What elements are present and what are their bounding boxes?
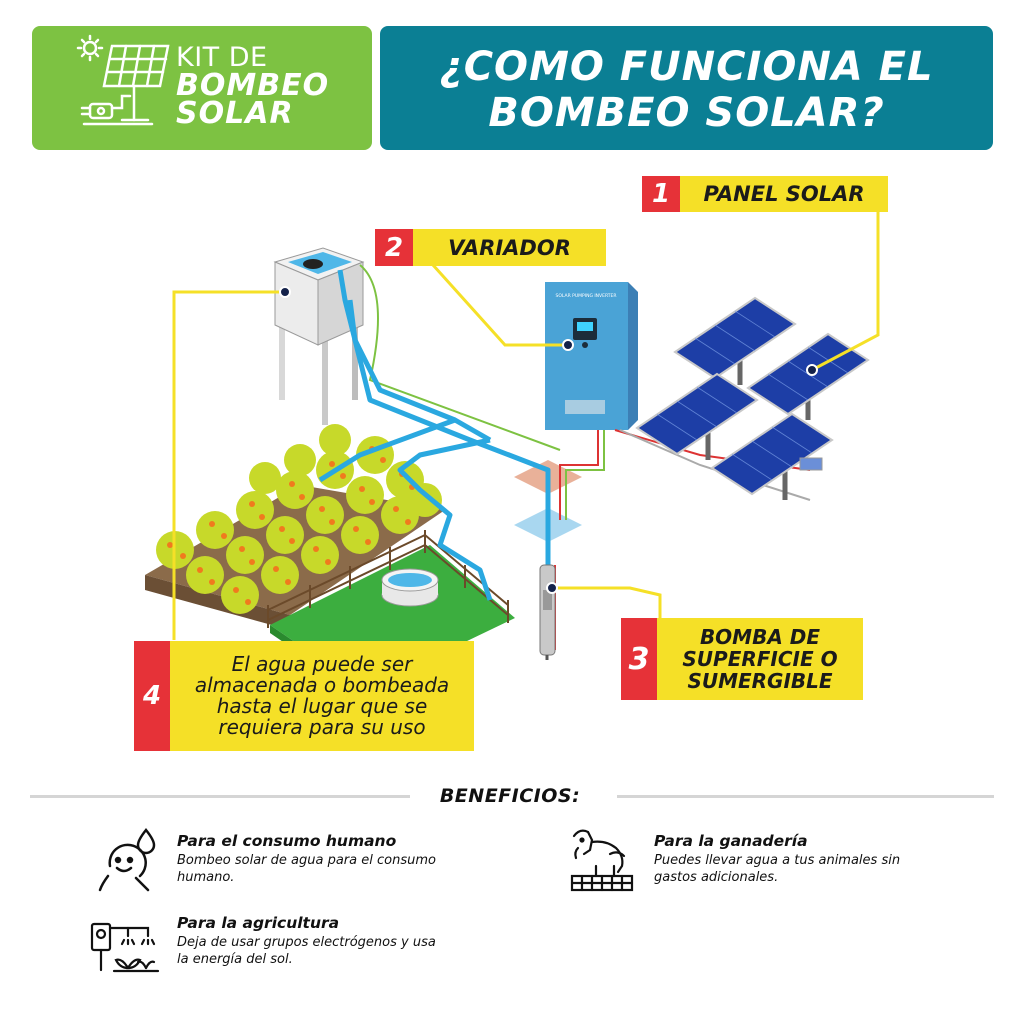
divider-right — [617, 795, 994, 798]
page-title-line-1: ¿COMO FUNCIONA EL — [439, 44, 934, 90]
step-3-label-line-2: SUPERFICIE O — [682, 647, 838, 671]
page-title-line-2: BOMBEO SOLAR? — [488, 90, 885, 136]
benefit-1-title: Para el consumo humano — [177, 832, 397, 850]
benefit-2-text-line-1: Puedes llevar agua a tus animales sin — [654, 853, 901, 868]
step-3-label: BOMBA DE SUPERFICIE O SUMERGIBLE — [657, 618, 863, 700]
step-4-line-2: almacenada o bombeada — [194, 673, 450, 697]
benefit-3-text-line-2: la energía del sol. — [177, 952, 293, 967]
fence — [267, 530, 509, 628]
title-banner — [380, 26, 993, 150]
orchard-trees — [156, 424, 442, 614]
water-pipes — [318, 269, 551, 601]
inverter-label: SOLAR PUMPING INVERTER — [556, 293, 617, 299]
benefit-2-text: Puedes llevar agua a tus animales sin ga… — [654, 852, 900, 886]
inverter: SOLAR PUMPING INVERTER — [545, 282, 638, 430]
benefits-heading: BENEFICIOS: — [439, 785, 581, 807]
divider-left — [30, 795, 410, 798]
step-3-number: 3 — [621, 618, 657, 700]
leader-lines — [172, 212, 880, 640]
benefit-3-text-line-1: Deja de usar grupos electrógenos y usa — [177, 935, 436, 950]
irrigation-icon — [90, 922, 160, 973]
step-3-label-line-1: BOMBA DE — [699, 625, 821, 649]
step-2-number: 2 — [375, 229, 413, 266]
kit-line-3: SOLAR — [176, 96, 294, 131]
benefit-1-text: Bombeo solar de agua para el consumo hum… — [177, 852, 436, 886]
solar-kit-logo-icon — [76, 34, 170, 126]
benefit-1-text-line-1: Bombeo solar de agua para el consumo — [177, 853, 436, 868]
benefit-2-title: Para la ganadería — [654, 832, 808, 850]
livestock-icon — [570, 829, 634, 892]
step-2-label: VARIADOR — [413, 229, 606, 266]
step-4-label: El agua puede ser almacenada o bombeada … — [170, 641, 474, 751]
page-title: ¿COMO FUNCIONA EL BOMBEO SOLAR? — [380, 44, 993, 136]
step-4-line-4: requiera para su uso — [218, 715, 426, 739]
kit-line-1: KIT DE — [176, 42, 268, 73]
step-1-label: PANEL SOLAR — [680, 176, 888, 212]
step-1-number: 1 — [642, 176, 680, 212]
solar-panel-array — [635, 296, 870, 500]
kit-banner — [32, 26, 372, 150]
kit-line-2: BOMBEO — [176, 68, 330, 103]
benefit-3-title: Para la agricultura — [177, 914, 340, 932]
benefit-2-text-line-2: gastos adicionales. — [654, 870, 779, 885]
step-4-number: 4 — [134, 641, 170, 751]
step-3-label-line-3: SUMERGIBLE — [687, 669, 833, 693]
step-4-line-1: El agua puede ser — [231, 652, 413, 676]
water-pond — [381, 568, 439, 607]
step-4-line-3: hasta el lugar que se — [216, 694, 428, 718]
submersible-pump — [539, 564, 556, 660]
benefit-1-text-line-2: humano. — [177, 870, 235, 885]
elevated-water-tank — [273, 247, 365, 425]
human-water-icon — [98, 827, 156, 892]
kit-title: KIT DE BOMBEO SOLAR — [176, 42, 330, 131]
benefit-3-text: Deja de usar grupos electrógenos y usa l… — [177, 934, 436, 968]
